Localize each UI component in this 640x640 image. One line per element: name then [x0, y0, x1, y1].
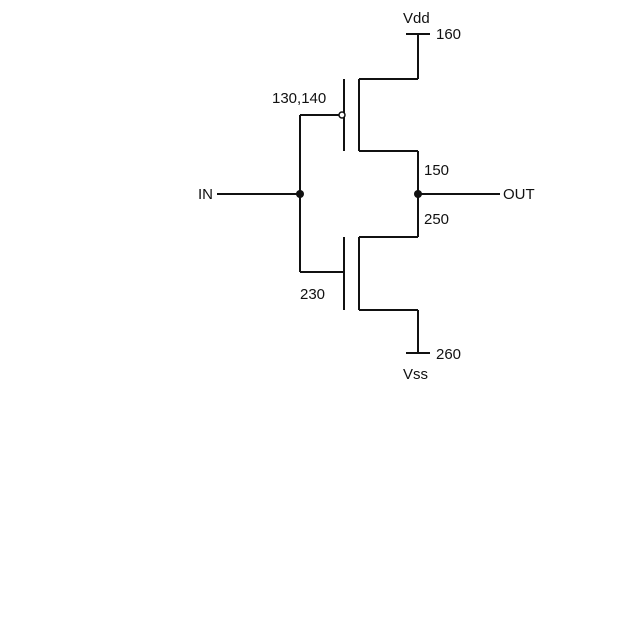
pmos-reference-label: 130,140 [272, 90, 326, 107]
vss-node-label: 260 [436, 346, 461, 363]
vdd-node-label: 160 [436, 26, 461, 43]
output-junction-dot [414, 190, 422, 198]
output-node [414, 190, 500, 198]
input-junction-dot [296, 190, 304, 198]
vss-label: Vss [403, 366, 428, 383]
nmos-reference-label: 230 [300, 286, 325, 303]
input-label: IN [198, 186, 213, 203]
nmos-drain-label: 250 [424, 211, 449, 228]
pmos-drain-label: 150 [424, 162, 449, 179]
vdd-terminal [406, 34, 430, 79]
input-node [217, 115, 304, 272]
vss-terminal [406, 310, 430, 353]
output-label: OUT [503, 186, 535, 203]
pmos-gate-inversion-bubble [339, 112, 345, 118]
vdd-label: Vdd [403, 10, 430, 27]
